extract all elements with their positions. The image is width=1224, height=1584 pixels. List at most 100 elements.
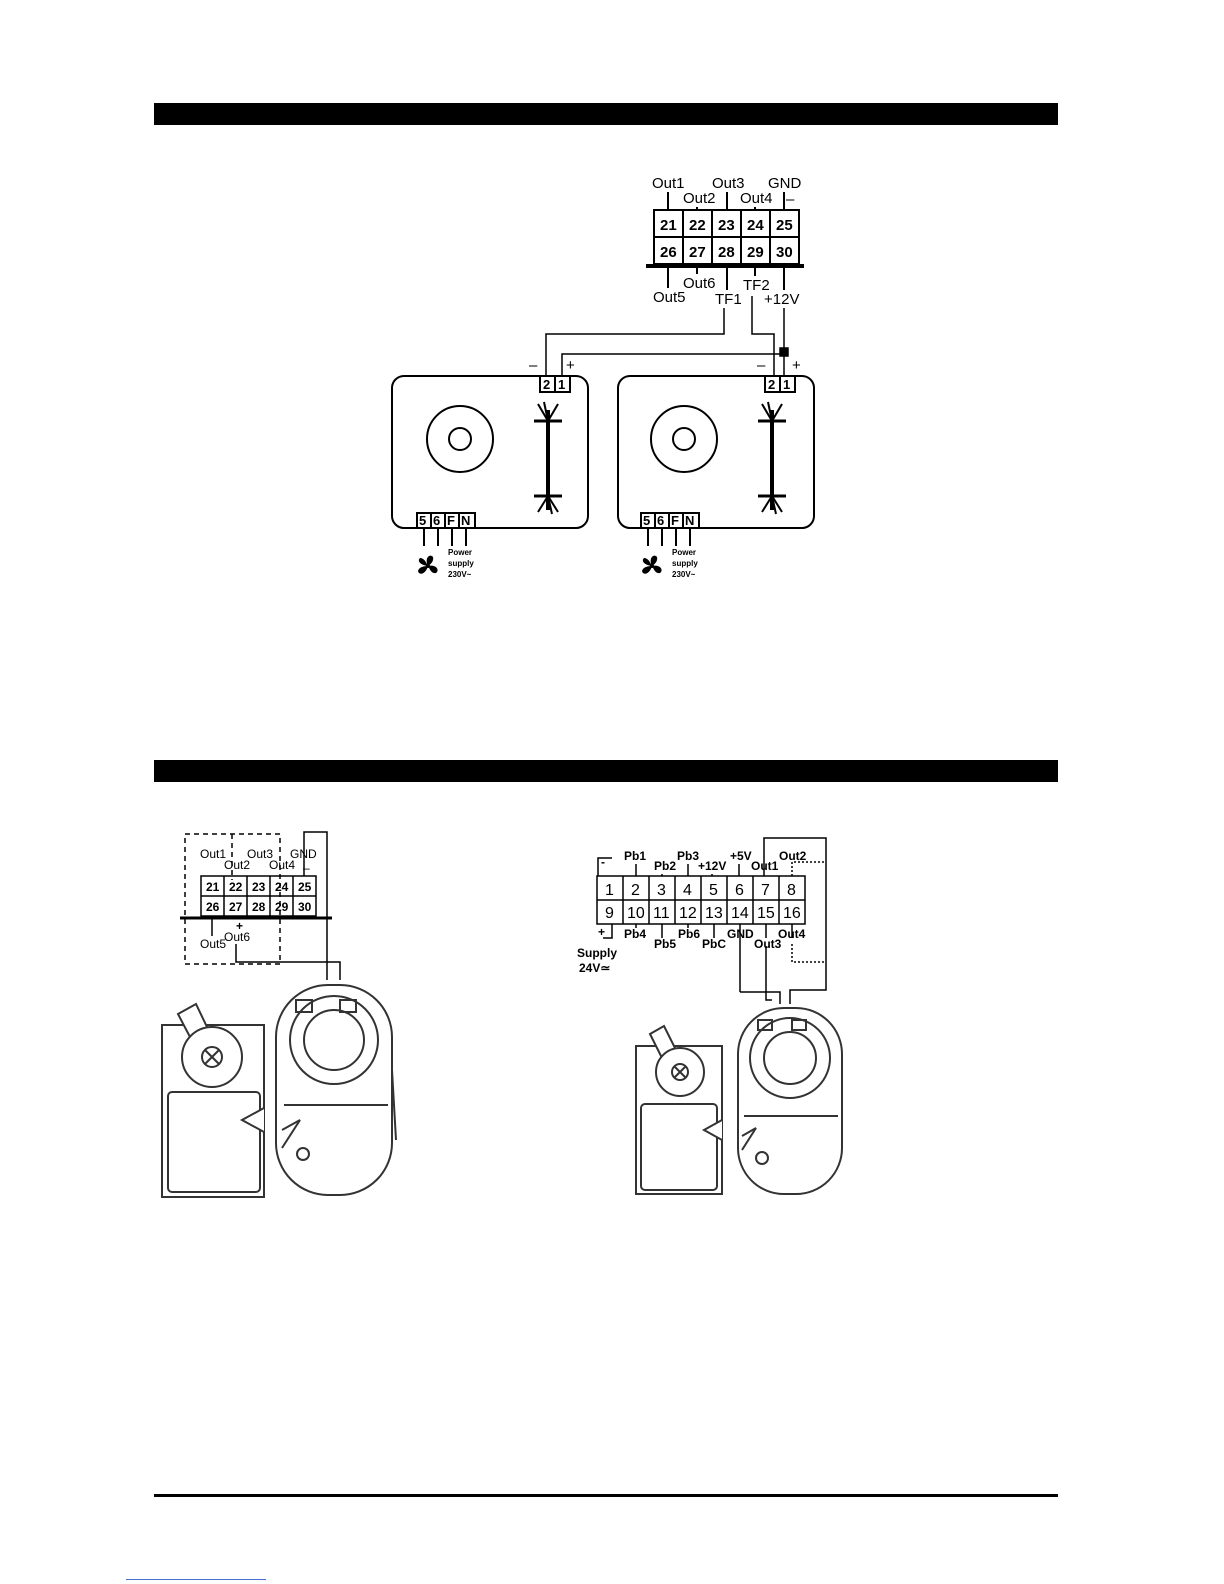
unit2-power-label: Power supply 230V~ — [672, 548, 698, 579]
diagram-1-controller-terminal-block: Out1 Out2 Out3 Out4 GND – 21 22 23 24 25… — [646, 175, 804, 308]
unit1-minus-label: – — [529, 357, 538, 374]
terminal-21: 21 — [660, 217, 677, 234]
d2-terminal-28: 28 — [252, 900, 266, 914]
d3-label-plus5v: +5V — [730, 849, 752, 863]
d2-label-out5: Out5 — [200, 937, 226, 951]
d2-terminal-26: 26 — [206, 900, 220, 914]
unit1-power-label: Power supply 230V~ — [448, 548, 474, 579]
d2-terminal-22: 22 — [229, 880, 243, 894]
d3-label-out3: Out3 — [754, 937, 782, 951]
unit2-terminal-n: N — [685, 513, 694, 528]
d2-terminal-23: 23 — [252, 880, 266, 894]
unit2-terminal-6: 6 — [657, 513, 664, 528]
footer-link-underline[interactable] — [126, 1579, 266, 1580]
d3-terminal-4: 4 — [683, 882, 692, 899]
unit1-terminal-6: 6 — [433, 513, 440, 528]
d3-label-pb5: Pb5 — [654, 937, 676, 951]
unit2-power-line2: supply — [672, 559, 698, 568]
label-gnd: GND — [768, 175, 802, 192]
terminal-24: 24 — [747, 217, 764, 234]
d2-label-out2: Out2 — [224, 858, 250, 872]
label-out2: Out2 — [683, 190, 716, 207]
label-out3: Out3 — [712, 175, 745, 192]
d3-label-pbc: PbC — [702, 937, 726, 951]
diagram-3-valve-actuator — [635, 1007, 843, 1195]
d3-terminal-10: 10 — [627, 905, 645, 922]
d2-terminal-29: 29 — [275, 900, 289, 914]
d3-terminal-16: 16 — [783, 905, 801, 922]
unit1-power-line3: 230V~ — [448, 570, 472, 579]
diagram-2-valve-actuator — [161, 984, 397, 1198]
d3-terminal-14: 14 — [731, 905, 749, 922]
unit1-power-line2: supply — [448, 559, 474, 568]
d2-label-minus: – — [303, 861, 310, 875]
unit1-terminal-5: 5 — [419, 513, 426, 528]
unit2-power-line3: 230V~ — [672, 570, 696, 579]
label-tf2: TF2 — [743, 277, 770, 294]
d2-label-out3: Out3 — [247, 847, 273, 861]
d2-terminal-30: 30 — [298, 900, 312, 914]
unit2-power-line1: Power — [672, 548, 696, 557]
d3-terminal-12: 12 — [679, 905, 697, 922]
unit2-terminal-2: 2 — [768, 377, 775, 392]
terminal-26: 26 — [660, 244, 677, 261]
terminal-30: 30 — [776, 244, 793, 261]
d3-label-out4: Out4 — [778, 927, 806, 941]
label-minus: – — [786, 191, 795, 208]
label-out6: Out6 — [683, 275, 716, 292]
d3-terminal-6: 6 — [735, 882, 744, 899]
unit1-fan-disc — [426, 405, 494, 473]
d3-terminal-3: 3 — [657, 882, 666, 899]
unit1-terminal-f: F — [447, 513, 455, 528]
d3-terminal-9: 9 — [605, 905, 614, 922]
d3-terminal-13: 13 — [705, 905, 723, 922]
label-plus12v: +12V — [764, 291, 799, 308]
d3-supply-line2: 24V≃ — [579, 961, 610, 975]
d3-label-out1: Out1 — [751, 859, 779, 873]
d2-terminal-21: 21 — [206, 880, 220, 894]
unit2-terminal-1: 1 — [783, 377, 790, 392]
d3-terminal-8: 8 — [787, 882, 796, 899]
label-tf1: TF1 — [715, 291, 742, 308]
unit2-fan-icon — [642, 555, 662, 574]
unit1-power-line1: Power — [448, 548, 472, 557]
d2-plus-label: + — [236, 919, 243, 933]
label-out4: Out4 — [740, 190, 773, 207]
label-out1: Out1 — [652, 175, 685, 192]
section-header-bar-1 — [154, 103, 1058, 125]
d3-terminal-7: 7 — [761, 882, 770, 899]
section-header-bar-2 — [154, 760, 1058, 782]
unit1-terminal-1: 1 — [558, 377, 565, 392]
diagram-3-controller-terminal-block: - Pb1 Pb2 Pb3 +12V +5V Out1 Out2 1 2 3 4… — [577, 837, 827, 1004]
terminal-25: 25 — [776, 217, 793, 234]
d2-terminal-25: 25 — [298, 880, 312, 894]
diagram-1-wiring — [545, 296, 789, 376]
footer-rule — [154, 1494, 1058, 1497]
d3-label-pb6: Pb6 — [678, 927, 700, 941]
d2-terminal-27: 27 — [229, 900, 243, 914]
terminal-29: 29 — [747, 244, 764, 261]
terminal-22: 22 — [689, 217, 706, 234]
d3-label-minus: - — [601, 855, 605, 869]
d2-terminal-24: 24 — [275, 880, 289, 894]
unit1-plus-label: + — [566, 357, 575, 374]
diagram-1-unit-2: – + 2 1 5 6 F N — [617, 357, 815, 546]
diagram-2-controller-terminal-block: Out1 Out2 Out3 Out4 GND – 21 22 23 24 25… — [180, 831, 341, 980]
d3-supply-line1: Supply — [577, 946, 617, 960]
d2-label-out1: Out1 — [200, 847, 226, 861]
unit2-fan-disc — [650, 405, 718, 473]
d3-label-pb2: Pb2 — [654, 859, 676, 873]
d3-label-pb1: Pb1 — [624, 849, 646, 863]
d3-label-plus: + — [598, 925, 605, 939]
d3-label-out2: Out2 — [779, 849, 807, 863]
d2-label-out6: Out6 — [224, 930, 250, 944]
d3-label-gnd: GND — [727, 927, 754, 941]
terminal-23: 23 — [718, 217, 735, 234]
unit2-terminal-5: 5 — [643, 513, 650, 528]
d3-terminal-15: 15 — [757, 905, 775, 922]
d3-label-pb4: Pb4 — [624, 927, 646, 941]
unit2-plus-label: + — [792, 357, 801, 374]
label-out5: Out5 — [653, 289, 686, 306]
unit1-terminal-2: 2 — [543, 377, 550, 392]
